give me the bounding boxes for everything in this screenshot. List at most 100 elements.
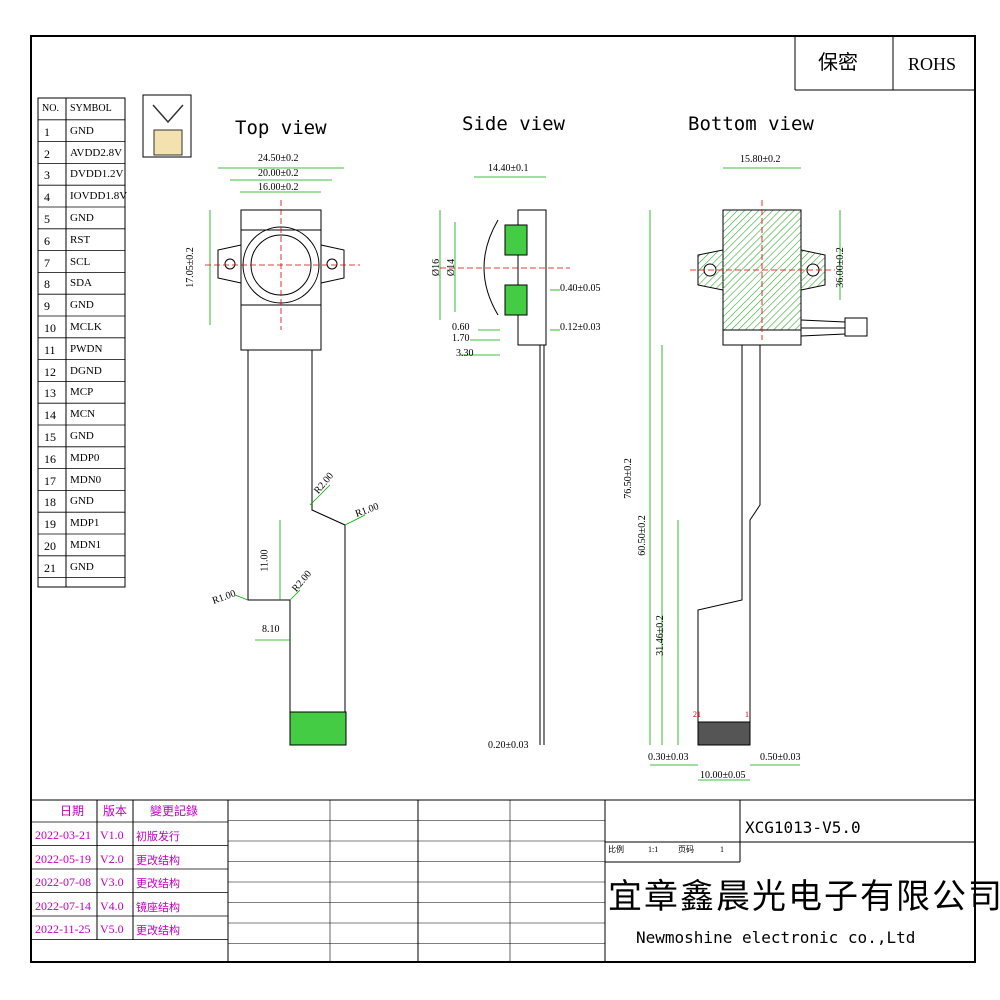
- pin-symbol: SCL: [70, 255, 91, 268]
- top-dim-h1: 17.05±0.2: [184, 247, 196, 288]
- pin-symbol: MDP0: [70, 451, 100, 464]
- rev-date: 2022-07-08: [35, 875, 91, 889]
- pin-number: 3: [44, 168, 50, 183]
- pin-number: 14: [44, 408, 56, 423]
- pin-symbol: MCN: [70, 408, 96, 421]
- bottom-view-centerlines: [690, 200, 835, 340]
- pin-symbol: GND: [70, 212, 94, 224]
- pin-table-rows: [38, 119, 125, 578]
- pin-symbol: GND: [70, 124, 94, 137]
- pin-number: 9: [44, 299, 50, 314]
- pin-number: 2: [44, 146, 50, 161]
- scale-value: 1:1: [648, 845, 659, 854]
- pin-symbol: DGND: [70, 364, 102, 377]
- bottom-dim-t2: 0.50±0.03: [760, 752, 801, 763]
- rev-note: 更改结构: [136, 854, 180, 867]
- top-dim-w4: 8.10: [262, 624, 280, 635]
- pin-symbol: SDA: [70, 277, 93, 290]
- drawing-number: XCG1013-V5.0: [745, 818, 861, 837]
- side-dim-t1: 0.40±0.05: [560, 283, 601, 294]
- confidential-label: 保密: [818, 52, 858, 74]
- pin-number: 18: [44, 495, 56, 510]
- side-dim-fpc: 0.20±0.03: [488, 740, 529, 751]
- side-dim-a2: 1.70: [452, 333, 470, 344]
- pin-number: 10: [44, 321, 56, 335]
- pin-symbol: IOVDD1.8V: [70, 190, 128, 203]
- pin-symbol: MDP1: [70, 517, 100, 530]
- side-view-drawing: [483, 209, 547, 745]
- rev-version: V1.0: [100, 828, 124, 842]
- bottom-pin1: 1: [745, 710, 749, 719]
- pin-number: 20: [44, 539, 56, 553]
- rev-col-date: 日期: [60, 804, 85, 818]
- pin-number: 13: [44, 386, 56, 401]
- rev-version: V5.0: [100, 922, 124, 936]
- pin-number: 7: [44, 255, 50, 270]
- pin-number: 17: [44, 473, 56, 488]
- top-dim-w2: 20.00±0.2: [258, 168, 299, 179]
- rev-note: 镜座结构: [136, 901, 180, 914]
- pin-number: 21: [44, 560, 56, 575]
- pin-number: 1: [44, 124, 50, 139]
- pin-symbol: AVDD2.8V: [70, 146, 123, 159]
- top-dim-w1: 24.50±0.2: [258, 153, 299, 164]
- pin-number: 12: [44, 364, 56, 379]
- rev-date: 2022-03-21: [35, 828, 91, 842]
- rev-note: 初版发行: [136, 831, 180, 843]
- pin-number: 15: [44, 430, 56, 444]
- bottom-view-title: Bottom view: [688, 113, 814, 135]
- rev-version: V2.0: [100, 851, 124, 866]
- pin-number: 11: [44, 342, 56, 357]
- side-view-title: Side view: [462, 113, 565, 135]
- pin-symbol: RST: [70, 233, 91, 246]
- bottom-dim-l1: 76.50±0.2: [622, 458, 634, 499]
- pin-symbol: GND: [70, 560, 94, 573]
- pin-number: 16: [44, 451, 56, 466]
- rev-note: 更改结构: [136, 878, 180, 890]
- pin-symbol: GND: [70, 430, 94, 442]
- logo-image: [142, 94, 192, 158]
- top-dim-l1: 11.00: [259, 549, 271, 572]
- pin-symbol: GND: [70, 495, 94, 508]
- bottom-dim-w2: 10.00±0.05: [700, 770, 746, 781]
- drawing-sheet: [30, 35, 976, 963]
- pin-number: 5: [44, 212, 50, 226]
- bottom-dim-h1: 36.00±0.2: [834, 247, 846, 288]
- top-dim-w3: 16.00±0.2: [258, 182, 299, 193]
- bottom-view-drawing: [697, 209, 868, 746]
- company-name-cn: 宜章鑫晨光电子有限公司: [608, 877, 1000, 917]
- side-dim-a3: 3.30: [456, 348, 474, 359]
- side-dim-d1: Ø16: [431, 258, 443, 277]
- top-view-dimensions: [209, 167, 366, 641]
- bottom-pin21: 21: [693, 710, 701, 719]
- page-label: 页码: [678, 845, 694, 854]
- pin-symbol: MCP: [70, 386, 94, 399]
- rev-version: V3.0: [100, 875, 124, 889]
- rev-col-ver: 版本: [103, 804, 128, 818]
- rev-date: 2022-05-19: [35, 851, 91, 866]
- pin-symbol: PWDN: [70, 342, 103, 355]
- rev-date: 2022-07-14: [35, 898, 91, 913]
- pin-number: 6: [44, 233, 50, 248]
- bottom-dim-l3: 31.46±0.2: [654, 615, 666, 656]
- rev-date: 2022-11-25: [35, 922, 91, 936]
- bottom-dim-l2: 60.50±0.2: [636, 515, 648, 556]
- bottom-view-dimensions: [649, 167, 841, 781]
- side-view-dimensions: [439, 176, 560, 356]
- bottom-dim-w1: 15.80±0.2: [740, 154, 781, 165]
- rev-version: V4.0: [100, 898, 124, 913]
- revision-table-lines: [32, 821, 228, 940]
- top-view-centerlines: [205, 200, 360, 330]
- pin-col-symbol: SYMBOL: [70, 103, 112, 114]
- bottom-dim-t1: 0.30±0.03: [648, 752, 689, 763]
- pin-number: 8: [44, 277, 50, 292]
- pin-table-grid: [37, 97, 126, 588]
- side-dim-t2: 0.12±0.03: [560, 322, 601, 333]
- spec-table-lines: [228, 800, 605, 963]
- page-value: 1: [720, 845, 724, 854]
- pin-symbol: GND: [70, 299, 94, 312]
- header-cells: [794, 37, 975, 91]
- rev-note: 更改结构: [136, 925, 180, 937]
- rohs-label: ROHS: [908, 54, 957, 74]
